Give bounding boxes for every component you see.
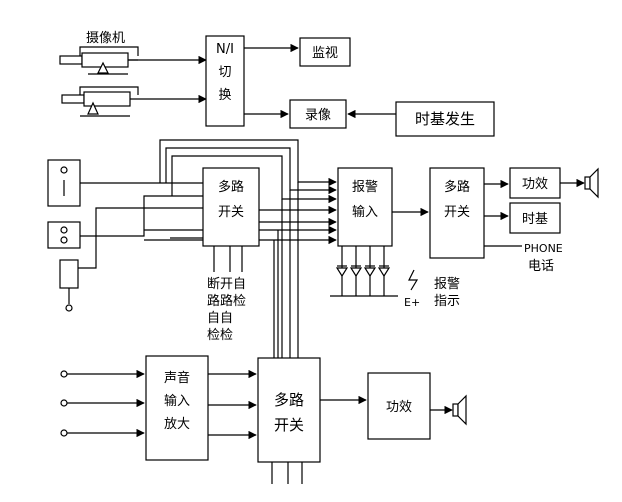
audio-input-line2: 输入 bbox=[164, 393, 190, 409]
mux-bottom-box: 多路 开关 bbox=[257, 357, 321, 463]
mux-left-note-row3: 自自 bbox=[207, 311, 233, 326]
audio-input-box: 声音 输入 放大 bbox=[145, 355, 209, 461]
sensor-2 bbox=[47, 221, 81, 249]
mux-left-note-row1: 断开自 bbox=[207, 277, 246, 292]
recorder-box: 录像 bbox=[289, 99, 347, 129]
sensor-1 bbox=[47, 159, 81, 207]
mux-left-line2: 开关 bbox=[218, 205, 244, 220]
alarm-indicator-supply: E+ bbox=[404, 296, 420, 309]
sensor-3 bbox=[59, 259, 79, 312]
alarm-indicator-line2: 指示 bbox=[434, 294, 460, 309]
amp-top-box: 功效 bbox=[509, 167, 561, 199]
phone-line1: PHONE bbox=[524, 242, 563, 255]
monitor-box: 监视 bbox=[299, 37, 351, 67]
ni-switch-line3: 换 bbox=[218, 88, 231, 103]
recorder-label: 录像 bbox=[305, 108, 331, 123]
mux-bottom-line1: 多路 bbox=[274, 391, 304, 409]
phone-labels: PHONE 电话 bbox=[524, 242, 563, 274]
alarm-indicator-line1: 报警 bbox=[434, 276, 460, 292]
camera-2 bbox=[61, 86, 139, 117]
speaker-top-icon bbox=[584, 167, 599, 199]
mux-right-line1: 多路 bbox=[444, 179, 470, 195]
amp-top-label: 功效 bbox=[522, 177, 548, 192]
audio-input-line3: 放大 bbox=[164, 417, 190, 432]
mux-right-box: 多路 开关 bbox=[429, 167, 485, 259]
alarm-indicator-diodes bbox=[330, 246, 419, 297]
mux-left-note-row4: 检检 bbox=[207, 328, 233, 343]
mux-bottom-line2: 开关 bbox=[274, 416, 304, 434]
phone-line2: 电话 bbox=[528, 259, 554, 274]
time-base-label: 时基 bbox=[522, 212, 548, 227]
ni-switch-line2: 切 bbox=[218, 65, 231, 80]
camera-label: 摄像机 bbox=[86, 31, 125, 46]
speaker-bottom-icon bbox=[452, 394, 467, 426]
ni-switch-line1: N/I bbox=[216, 42, 234, 57]
mux-left-box: 多路 开关 bbox=[202, 167, 260, 247]
camera-1: 摄像机 bbox=[59, 31, 139, 75]
audio-inputs bbox=[60, 369, 145, 438]
monitor-label: 监视 bbox=[312, 46, 338, 61]
time-base-generator-label: 时基发生 bbox=[415, 110, 475, 128]
audio-input-line1: 声音 bbox=[164, 370, 190, 386]
mux-left-note-row2: 路路检 bbox=[207, 293, 246, 309]
ni-switch: N/I 切 换 bbox=[205, 35, 245, 127]
mux-left-notes: 断开自 路路检 自自 检检 bbox=[207, 277, 246, 343]
mux-right-line2: 开关 bbox=[444, 205, 470, 220]
amp-bottom-box: 功效 bbox=[367, 372, 431, 440]
time-base-generator-box: 时基发生 bbox=[395, 101, 495, 137]
alarm-input-line1: 报警 bbox=[352, 179, 378, 195]
amp-bottom-label: 功效 bbox=[386, 400, 412, 415]
alarm-indicator-labels: 报警 指示 E+ bbox=[404, 276, 460, 309]
alarm-input-box: 报警 输入 bbox=[337, 167, 393, 247]
mux-left-line1: 多路 bbox=[218, 179, 244, 195]
time-base-box: 时基 bbox=[509, 202, 561, 234]
alarm-input-line2: 输入 bbox=[352, 204, 378, 220]
